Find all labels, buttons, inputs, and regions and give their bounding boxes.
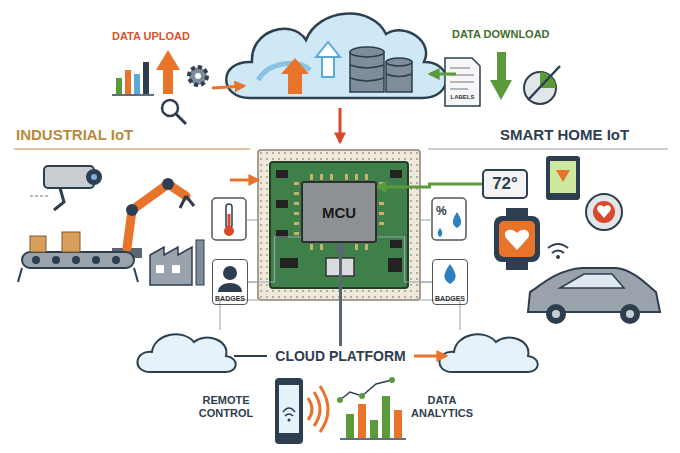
node-text: CLOUD PLATFORM [275,348,405,364]
cloud-platform-band: CLOUD PLATFORM [267,346,414,366]
icon-symbol: % [436,205,447,219]
mcu-chip: MCU [301,181,377,243]
group-heading: INDUSTRIAL IoT [16,126,133,143]
node-text: 72° [492,174,518,194]
heading-rule [14,149,250,150]
connector [377,184,482,187]
section-label: DATA UPLOAD [112,30,190,43]
breadboard [230,150,420,300]
node-text: BADGES [215,295,245,302]
cloud-platform-art [137,300,537,444]
smart-home-icons [420,156,660,324]
heading-rule [428,149,668,150]
cloud-storage [226,14,446,98]
node-text: MCU [322,204,356,221]
section-label: DATA DOWNLOAD [452,28,550,41]
connector [248,237,301,282]
group-heading: SMART HOME IoT [500,126,629,143]
thermostat-display: 72° [482,169,528,199]
node-text: BADGES [435,295,465,302]
download-arrow [339,108,342,142]
download-icons [430,52,560,106]
feature-label: DATA ANALYTICS [404,394,480,419]
document-label: LABELS [445,94,480,101]
sensor-badge-box: BADGES [432,259,468,305]
upload-icons [112,50,244,124]
feature-label: REMOTE CONTROL [188,394,264,419]
industrial-icons [18,166,258,292]
sensor-badge-box: BADGES [212,259,248,305]
connector [339,243,342,346]
connector [377,237,432,282]
